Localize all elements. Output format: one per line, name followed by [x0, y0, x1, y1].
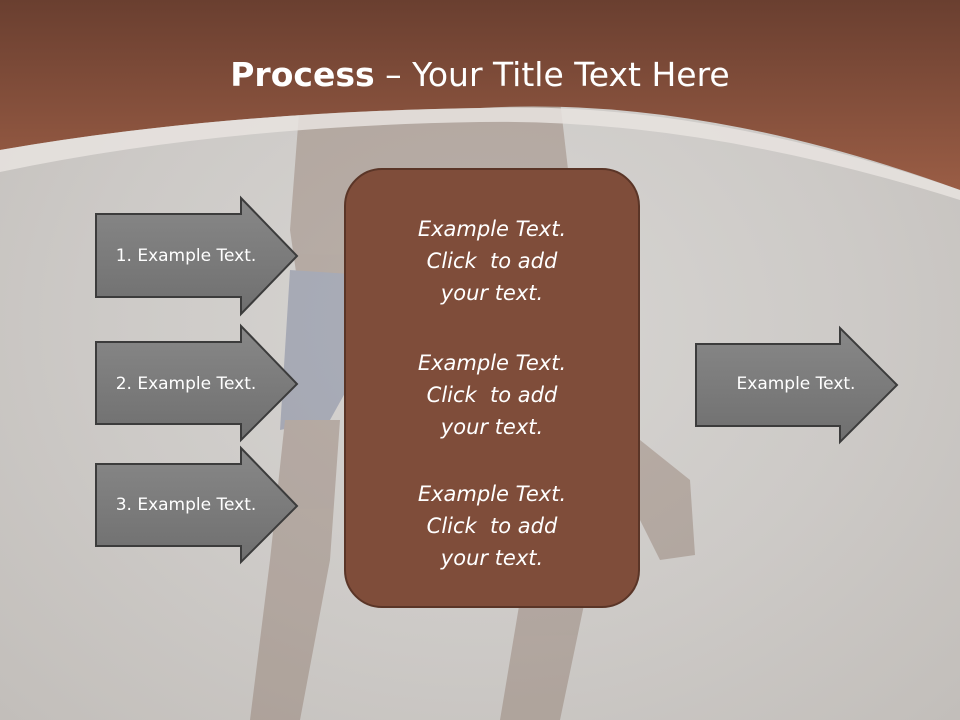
title-bold: Process — [230, 55, 375, 94]
center-text-line: your text. — [440, 281, 544, 305]
center-process-box — [344, 168, 640, 608]
left-arrow-1 — [95, 195, 299, 317]
right-arrow — [695, 325, 899, 445]
center-text-line: Example Text. — [417, 217, 567, 241]
left-arrow-3 — [95, 445, 299, 565]
left-arrow-label-2: 2. Example Text. — [115, 374, 257, 394]
center-text-line: Click to add — [426, 514, 558, 538]
center-text-block-3: Example Text. Click to add your text. — [344, 478, 640, 574]
left-arrow-label-1: 1. Example Text. — [115, 246, 257, 266]
center-text-line: Example Text. — [417, 351, 567, 375]
center-text-line: Click to add — [426, 249, 558, 273]
center-text-block-1: Example Text. Click to add your text. — [344, 213, 640, 309]
center-text-block-2: Example Text. Click to add your text. — [344, 347, 640, 443]
title-rest: – Your Title Text Here — [374, 55, 730, 94]
left-arrow-2 — [95, 323, 299, 443]
center-text-line: your text. — [440, 415, 544, 439]
center-text-line: Click to add — [426, 383, 558, 407]
right-arrow-label: Example Text. — [736, 374, 856, 394]
center-text-line: your text. — [440, 546, 544, 570]
header-band — [0, 0, 960, 200]
left-arrow-label-3: 3. Example Text. — [115, 495, 257, 515]
center-text-line: Example Text. — [417, 482, 567, 506]
slide-title: Process – Your Title Text Here — [0, 52, 960, 98]
